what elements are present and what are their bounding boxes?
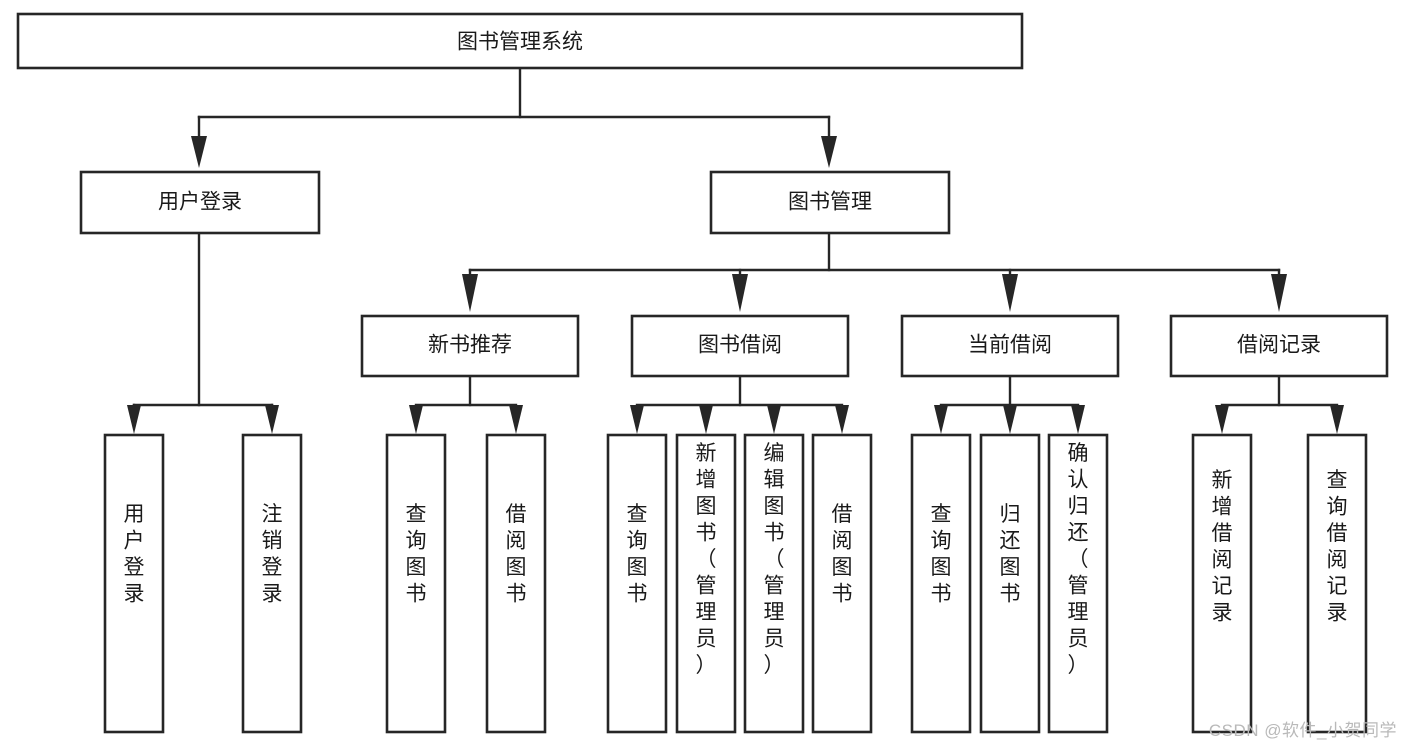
node-current-borrow-label: 当前借阅 [968, 334, 1052, 357]
node-leaf-query-book-3[interactable]: 查询图书 [910, 433, 972, 734]
node-leaf-add-record-box[interactable] [1191, 433, 1253, 734]
arrow-to-borrow-record [1271, 274, 1287, 312]
node-leaf-query-book-2-box[interactable] [606, 433, 668, 734]
node-leaf-edit-book-box[interactable] [743, 433, 805, 734]
node-root-label: 图书管理系统 [457, 31, 583, 54]
node-book-management-label: 图书管理 [788, 191, 872, 214]
node-current-borrow[interactable]: 当前借阅 [900, 314, 1120, 378]
arrow-leaf-logout-login [265, 405, 279, 434]
arrow-leaf-query-book-3 [934, 405, 948, 434]
node-book-borrow-box[interactable] [630, 314, 850, 378]
node-leaf-query-record[interactable]: 查询借阅记录 [1306, 433, 1368, 734]
node-leaf-borrow-book-1-label: 借阅图书 [506, 503, 527, 606]
node-leaf-return-book-label: 归还图书 [1000, 503, 1021, 606]
node-leaf-user-login-box[interactable] [103, 433, 165, 734]
arrow-to-book-management [821, 136, 837, 168]
node-book-management-box[interactable] [709, 170, 951, 235]
node-leaf-confirm-return-box[interactable] [1047, 433, 1109, 734]
arrow-leaf-add-book [699, 405, 713, 434]
arrow-leaf-confirm-return [1071, 405, 1085, 434]
arrow-leaf-query-book-1 [409, 405, 423, 434]
node-root[interactable]: 图书管理系统 [16, 12, 1024, 70]
arrow-to-book-borrow [732, 274, 748, 312]
node-leaf-user-login[interactable]: 用户登录 [103, 433, 165, 734]
node-borrow-record-label: 借阅记录 [1237, 334, 1321, 357]
node-book-borrow-label: 图书借阅 [698, 334, 782, 357]
node-leaf-query-book-1-box[interactable] [385, 433, 447, 734]
node-leaf-return-book-box[interactable] [979, 433, 1041, 734]
node-leaf-borrow-book-1-box[interactable] [485, 433, 547, 734]
node-leaf-add-record[interactable]: 新增借阅记录 [1191, 433, 1253, 734]
node-borrow-record[interactable]: 借阅记录 [1169, 314, 1389, 378]
arrow-leaf-borrow-book-2 [835, 405, 849, 434]
edges-book-management-to-level3 [462, 231, 1287, 312]
node-leaf-logout-login-label: 注销登录 [262, 503, 283, 606]
node-leaf-query-book-2[interactable]: 查询图书 [606, 433, 668, 734]
arrow-leaf-return-book [1003, 405, 1017, 434]
arrow-to-current-borrow [1002, 274, 1018, 312]
node-new-book-recommend[interactable]: 新书推荐 [360, 314, 580, 378]
node-book-management[interactable]: 图书管理 [709, 170, 951, 235]
arrow-leaf-user-login [127, 405, 141, 434]
node-leaf-confirm-return-label: 确认归还（管理员） [1068, 442, 1089, 677]
node-leaf-query-book-3-label: 查询图书 [931, 503, 952, 606]
edges-current-borrow-to-leaves [934, 374, 1085, 434]
node-current-borrow-box[interactable] [900, 314, 1120, 378]
node-borrow-record-box[interactable] [1169, 314, 1389, 378]
node-user-login[interactable]: 用户登录 [79, 170, 321, 235]
node-leaf-user-login-label: 用户登录 [124, 503, 145, 606]
node-leaf-add-book-label: 新增图书（管理员） [696, 442, 717, 677]
arrow-leaf-add-record [1215, 405, 1229, 434]
edges-user-login-to-leaves [127, 231, 279, 434]
node-new-book-recommend-label: 新书推荐 [428, 334, 512, 357]
edges-borrow-record-to-leaves [1215, 374, 1344, 434]
node-new-book-recommend-box[interactable] [360, 314, 580, 378]
arrow-to-user-login [191, 136, 207, 168]
node-leaf-add-book[interactable]: 新增图书（管理员） [675, 433, 737, 734]
node-leaf-edit-book-label: 编辑图书（管理员） [764, 442, 785, 677]
node-leaf-borrow-book-2-label: 借阅图书 [832, 503, 853, 606]
node-leaf-query-book-2-label: 查询图书 [627, 503, 648, 606]
node-leaf-query-record-label: 查询借阅记录 [1327, 469, 1348, 625]
node-user-login-box[interactable] [79, 170, 321, 235]
node-leaf-logout-login[interactable]: 注销登录 [241, 433, 303, 734]
edges-root-to-level2 [191, 66, 837, 168]
node-leaf-edit-book[interactable]: 编辑图书（管理员） [743, 433, 805, 734]
node-root-box[interactable] [16, 12, 1024, 70]
node-leaf-return-book[interactable]: 归还图书 [979, 433, 1041, 734]
edges-new-book-recommend-to-leaves [409, 374, 523, 434]
node-leaf-borrow-book-2[interactable]: 借阅图书 [811, 433, 873, 734]
edges-book-borrow-to-leaves [630, 374, 849, 434]
node-leaf-confirm-return[interactable]: 确认归还（管理员） [1047, 433, 1109, 734]
node-leaf-query-record-box[interactable] [1306, 433, 1368, 734]
arrow-leaf-borrow-book-1 [509, 405, 523, 434]
node-book-borrow[interactable]: 图书借阅 [630, 314, 850, 378]
arrow-to-new-book-recommend [462, 274, 478, 312]
node-leaf-query-book-3-box[interactable] [910, 433, 972, 734]
node-leaf-query-book-1-label: 查询图书 [406, 503, 427, 606]
node-user-login-label: 用户登录 [158, 191, 242, 214]
node-leaf-borrow-book-2-box[interactable] [811, 433, 873, 734]
node-leaf-borrow-book-1[interactable]: 借阅图书 [485, 433, 547, 734]
arrow-leaf-query-book-2 [630, 405, 644, 434]
node-leaf-query-book-1[interactable]: 查询图书 [385, 433, 447, 734]
arrow-leaf-query-record [1330, 405, 1344, 434]
node-leaf-add-record-label: 新增借阅记录 [1212, 469, 1233, 625]
node-leaf-logout-login-box[interactable] [241, 433, 303, 734]
arrow-leaf-edit-book [767, 405, 781, 434]
node-leaf-add-book-box[interactable] [675, 433, 737, 734]
